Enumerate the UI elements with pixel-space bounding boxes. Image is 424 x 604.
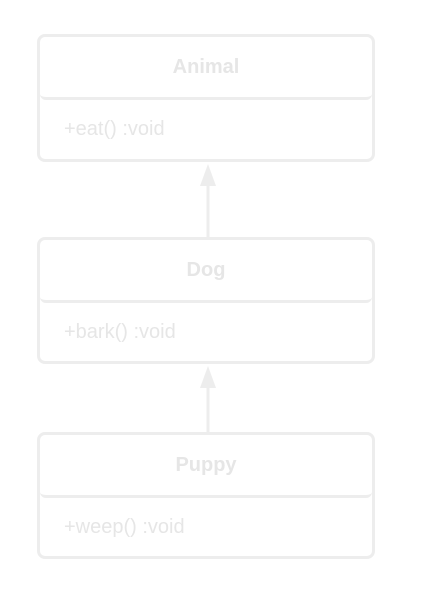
class-box-animal[interactable]: Animal +eat() :void <box>37 34 375 162</box>
class-method-dog: +bark() :void <box>64 320 176 343</box>
inheritance-arrow-puppy-dog <box>200 366 216 432</box>
class-method-animal: +eat() :void <box>64 117 165 140</box>
class-box-puppy[interactable]: Puppy +weep() :void <box>37 432 375 559</box>
inheritance-arrow-dog-animal <box>200 164 216 237</box>
arrowhead-icon <box>200 366 216 388</box>
class-name-dog: Dog <box>40 240 372 303</box>
arrowhead-icon <box>200 164 216 186</box>
class-method-puppy: +weep() :void <box>64 515 185 538</box>
class-name-animal: Animal <box>40 37 372 100</box>
class-name-puppy: Puppy <box>40 435 372 498</box>
class-box-dog[interactable]: Dog +bark() :void <box>37 237 375 364</box>
